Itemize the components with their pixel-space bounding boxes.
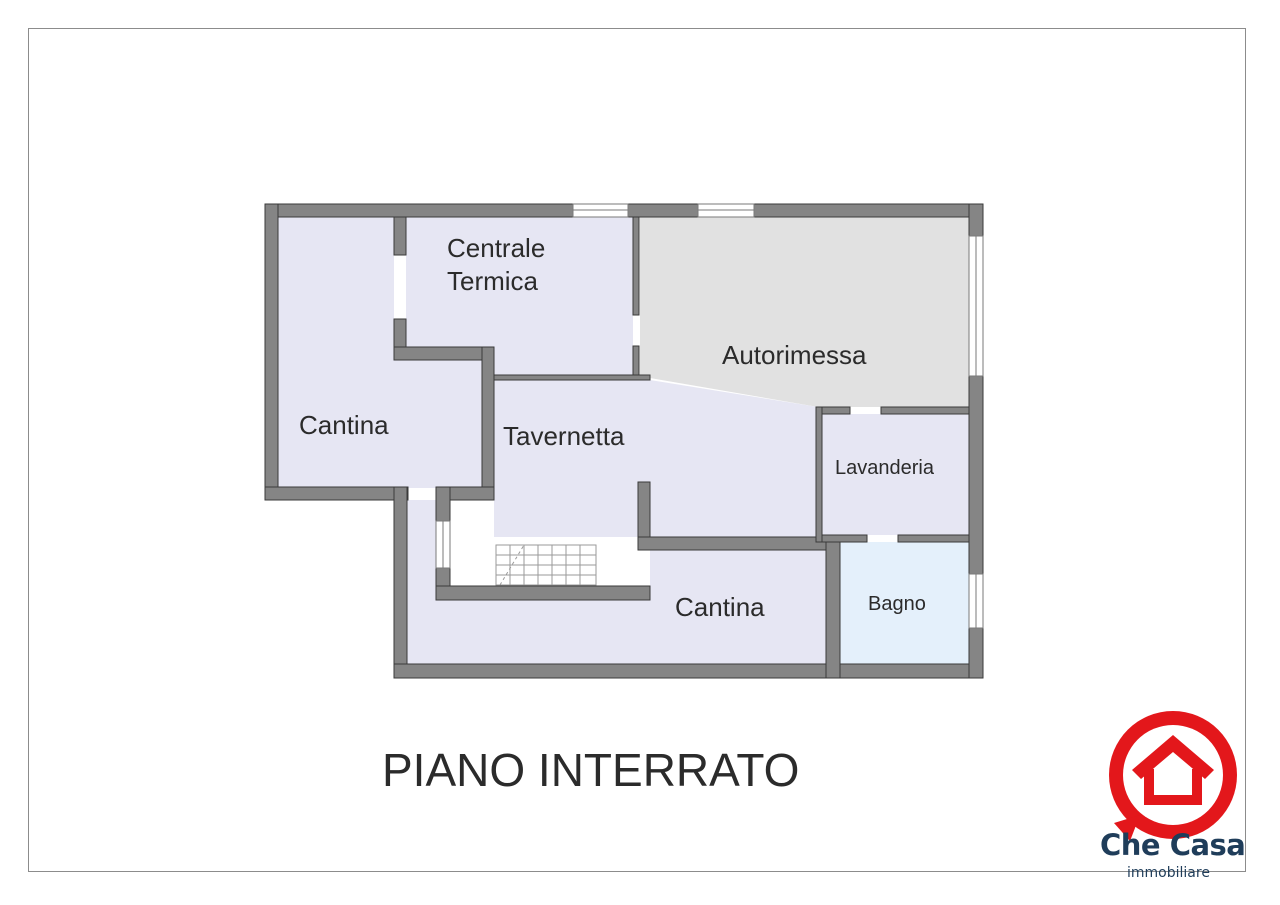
walls	[264, 203, 984, 679]
wall	[968, 627, 984, 679]
stair-landing	[450, 500, 494, 584]
wall	[393, 346, 495, 361]
label-cantina-left: Cantina	[299, 410, 389, 440]
wall	[393, 663, 984, 679]
brand-name: Che Casa	[1100, 828, 1246, 862]
wall	[435, 585, 651, 601]
wall	[968, 203, 984, 237]
wall	[393, 486, 408, 679]
wall	[968, 375, 984, 575]
label-bagno: Bagno	[868, 593, 926, 615]
room-cantina-bottom	[407, 500, 826, 664]
wall	[821, 534, 868, 543]
floor-title: PIANO INTERRATO	[382, 744, 800, 796]
room-tavernetta	[494, 380, 818, 537]
windows	[435, 203, 984, 629]
label-centrale-line1: Centrale	[447, 233, 545, 263]
wall	[264, 486, 409, 501]
room-labels: Centrale Termica Autorimessa Cantina Tav…	[299, 233, 935, 622]
wall	[493, 374, 651, 381]
room-autorimessa	[640, 217, 969, 407]
label-centrale-line2: Termica	[447, 266, 539, 296]
wall	[627, 203, 699, 218]
wall	[753, 203, 984, 218]
wall	[632, 216, 640, 316]
room-centrale-termica	[406, 217, 633, 375]
wall	[637, 536, 839, 551]
wall	[880, 406, 970, 415]
wall	[481, 346, 495, 501]
room-fills	[278, 217, 969, 664]
wall	[897, 534, 970, 543]
room-cantina-left	[278, 217, 482, 488]
label-cantina-bottom: Cantina	[675, 592, 765, 622]
wall	[264, 203, 279, 501]
label-autorimessa: Autorimessa	[722, 340, 867, 370]
house-pin-icon	[1109, 711, 1237, 841]
staircase	[495, 544, 597, 586]
wall	[393, 216, 407, 256]
label-tavernetta: Tavernetta	[503, 421, 625, 451]
label-lavanderia: Lavanderia	[835, 457, 935, 479]
brand-tagline: immobiliare	[1127, 865, 1210, 881]
wall	[435, 486, 451, 522]
room-lavanderia	[822, 414, 969, 535]
room-bagno	[840, 542, 969, 664]
wall	[825, 536, 841, 679]
wall	[815, 406, 823, 543]
wall	[264, 203, 574, 218]
drawing-frame	[28, 28, 1246, 872]
